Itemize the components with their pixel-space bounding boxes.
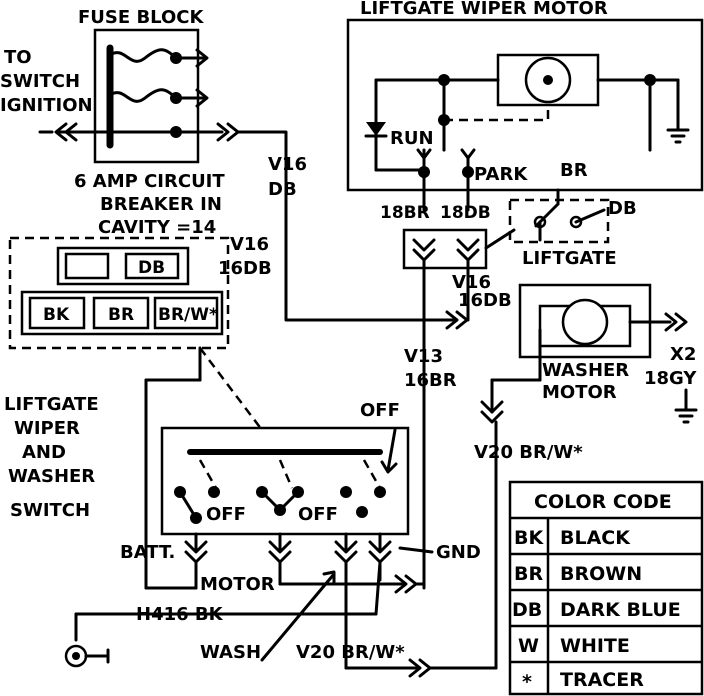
wire-18db: 18DB [440, 203, 491, 223]
wire-x2: X2 [670, 344, 696, 365]
v16-db-label: DB [268, 179, 297, 200]
liftgate-label: LIFTGATE [522, 248, 617, 269]
wash-label: WASH [200, 642, 261, 663]
connector-db: DB [138, 258, 165, 278]
wire-18br: 18BR [380, 203, 430, 223]
breaker-label-1: 6 AMP CIRCUIT [74, 171, 225, 192]
fuse-block [38, 28, 240, 164]
connector-br: BR [108, 305, 134, 325]
color-code-4: * [522, 671, 532, 693]
color-name-1: BROWN [560, 563, 642, 585]
wire-v20-bottom: V20 BR/W* [296, 642, 405, 663]
v16-wire [236, 130, 457, 322]
connector-bk: BK [43, 305, 70, 325]
connector-brw: BR/W* [158, 305, 218, 325]
color-name-3: WHITE [560, 635, 630, 657]
off-top-label: OFF [360, 400, 400, 421]
off-1-label: OFF [206, 504, 246, 525]
run-label: RUN [390, 128, 434, 149]
wire-v13: V13 [404, 346, 443, 367]
wire-x2-18gy: 18GY [644, 368, 697, 389]
motor-label: MOTOR [200, 574, 275, 595]
gnd-label: GND [436, 542, 481, 563]
connector-16db: 16DB [218, 258, 272, 279]
to-switch-label-1: TO [4, 47, 32, 68]
wire-v16b: V16 [452, 272, 491, 293]
wiper-washer-switch [160, 426, 410, 536]
color-code-title: COLOR CODE [534, 491, 672, 513]
washer-motor-label-1: WASHER [542, 360, 629, 381]
to-switch-label-2: SWITCH [0, 71, 80, 92]
motor-connector [402, 228, 516, 590]
off-2-label: OFF [298, 504, 338, 525]
color-name-0: BLACK [560, 527, 631, 549]
color-code-2: DB [512, 599, 542, 621]
park-label: PARK [474, 164, 528, 185]
connector-v16: V16 [230, 234, 269, 255]
to-switch-label-3: IGNITION [0, 95, 93, 116]
color-code-0: BK [514, 527, 544, 549]
switch-label-5: SWITCH [10, 500, 90, 521]
breaker-label-3: CAVITY =14 [98, 217, 216, 238]
switch-label-3: AND [22, 442, 66, 463]
switch-connector [8, 236, 230, 350]
wire-h416: H416 BK [136, 604, 224, 625]
switch-label-1: LIFTGATE [4, 394, 99, 415]
fuse-element-2 [108, 88, 178, 103]
fuse-element-1 [108, 48, 178, 63]
v16-label: V16 [268, 154, 307, 175]
color-name-2: DARK BLUE [560, 599, 681, 621]
db-label: DB [608, 198, 637, 219]
breaker-label-2: BREAKER IN [100, 194, 222, 215]
br-label: BR [560, 160, 588, 181]
washer-motor-label-2: MOTOR [542, 382, 617, 403]
fuse-block-title: FUSE BLOCK [78, 7, 204, 28]
batt-label: BATT. [120, 542, 175, 563]
wiper-motor-title: LIFTGATE WIPER MOTOR [360, 0, 608, 19]
wire-v13-16br: 16BR [404, 370, 457, 391]
wire-v16b-16db: 16DB [458, 290, 512, 311]
switch-label-2: WIPER [14, 418, 80, 439]
color-code-3: W [518, 635, 539, 657]
wire-v20: V20 BR/W* [474, 442, 583, 463]
washer-motor [480, 283, 698, 424]
liftgate-wiper-motor [346, 18, 704, 212]
switch-terminals [64, 346, 498, 678]
color-name-4: TRACER [560, 669, 644, 691]
color-code-1: BR [514, 563, 543, 585]
switch-label-4: WASHER [8, 466, 95, 487]
liftgate-switch [508, 188, 610, 244]
color-code-table [508, 480, 704, 696]
